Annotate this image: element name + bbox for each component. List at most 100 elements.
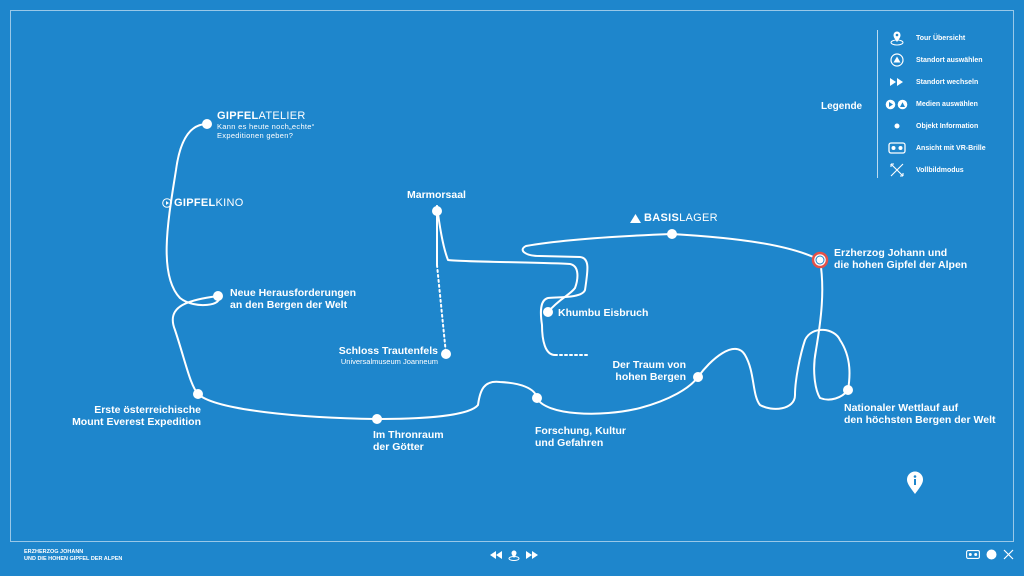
tour-overview-button[interactable] xyxy=(508,549,520,561)
forschung-line2: und Gefahren xyxy=(535,437,604,449)
dotted-path-schloss xyxy=(436,264,447,355)
dot-icon xyxy=(894,123,900,129)
vr-glasses-icon xyxy=(966,550,980,559)
legend-title: Legende xyxy=(821,101,863,112)
footer-controls xyxy=(966,549,1014,560)
station-dot-thronraum xyxy=(372,414,382,424)
info-pin-button[interactable] xyxy=(906,471,924,495)
legend-tour-label: Tour Übersicht xyxy=(916,34,966,42)
legend-item-object-info: Objekt Information xyxy=(884,118,1014,134)
path-erzherzog-basislager xyxy=(521,233,821,356)
legend-media-label: Medien auswählen xyxy=(916,100,978,108)
info-pin-icon xyxy=(907,471,923,494)
legend-fullscreen-label: Vollbildmodus xyxy=(916,166,964,174)
previous-button[interactable] xyxy=(490,551,502,559)
vr-button[interactable] xyxy=(966,550,980,559)
wettlauf-line2: den höchsten Bergen der Welt xyxy=(844,414,996,426)
erzherzog-line2: die hohen Gipfel der Alpen xyxy=(834,259,968,271)
label-traum[interactable]: Der Traum von hohen Bergen xyxy=(590,359,686,383)
label-khumbu[interactable]: Khumbu Eisbruch xyxy=(558,307,648,319)
schloss-sub: Universalmuseum Joanneum xyxy=(340,357,438,366)
path-forschung-traum xyxy=(536,328,851,415)
neue-line1: Neue Herausforderungen xyxy=(230,287,357,299)
rewind-icon xyxy=(490,551,502,559)
path-marmorsaal xyxy=(436,205,579,313)
label-wettlauf[interactable]: Nationaler Wettlauf auf den höchsten Ber… xyxy=(844,402,996,426)
thronraum-line2: der Götter xyxy=(373,441,424,453)
footer-title-line2: UND DIE HOHEN GIPFEL DER ALPEN xyxy=(24,556,123,562)
vr-glasses-icon xyxy=(888,142,906,154)
traum-line2: hohen Bergen xyxy=(615,371,686,383)
erzherzog-line1: Erzherzog Johann und xyxy=(834,247,948,259)
basislager-light: LAGER xyxy=(679,212,718,224)
basislager-strong: BASIS xyxy=(644,212,680,224)
label-schloss[interactable]: Schloss Trautenfels Universalmuseum Joan… xyxy=(300,345,438,366)
legend-item-tour: Tour Übersicht xyxy=(884,30,1014,46)
neue-line2: an den Bergen der Welt xyxy=(230,299,348,311)
station-dot-marmorsaal xyxy=(432,206,442,216)
footer-title-line1: ERZHERZOG JOHANN xyxy=(24,549,84,555)
station-dot-forschung xyxy=(532,393,542,403)
legend-item-standort-select: Standort auswählen xyxy=(884,52,1014,68)
path-neue-erste-thron xyxy=(171,295,538,420)
label-neue[interactable]: Neue Herausforderungen an den Bergen der… xyxy=(230,287,356,311)
schloss-line1: Schloss Trautenfels xyxy=(338,345,438,357)
fullscreen-icon xyxy=(1003,549,1014,560)
erste-line2: Mount Everest Expedition xyxy=(72,416,201,428)
legend-item-media: Medien auswählen xyxy=(884,96,1014,112)
label-erzherzog[interactable]: Erzherzog Johann und die hohen Gipfel de… xyxy=(834,247,967,271)
legend-item-standort-change: Standort wechseln xyxy=(884,74,1014,90)
gipfelkino-light: KINO xyxy=(215,197,244,209)
fullscreen-icon xyxy=(890,163,904,177)
fast-forward-icon xyxy=(890,78,903,86)
label-thronraum[interactable]: Im Thronraum der Götter xyxy=(373,429,444,453)
gipfelatelier-sub1: Kann es heute noch„echte“ xyxy=(217,122,315,131)
footer-navigation xyxy=(490,549,538,561)
label-forschung[interactable]: Forschung, Kultur und Gefahren xyxy=(535,425,626,449)
station-dots xyxy=(193,119,853,424)
gipfelatelier-light: ATELIER xyxy=(258,110,306,122)
play-circle-icon xyxy=(162,198,172,208)
label-erste[interactable]: Erste österreichische Mount Everest Expe… xyxy=(40,404,201,428)
legend-standort-change-label: Standort wechseln xyxy=(916,78,979,86)
station-dot-wettlauf xyxy=(843,385,853,395)
wettlauf-line1: Nationaler Wettlauf auf xyxy=(844,402,959,414)
fullscreen-button[interactable] xyxy=(1003,549,1014,560)
station-dot-schloss xyxy=(441,349,451,359)
map-pin-icon xyxy=(508,550,520,561)
footer-title: ERZHERZOG JOHANN UND DIE HOHEN GIPFEL DE… xyxy=(24,549,122,563)
path-wettlauf-erzherzog xyxy=(813,259,849,401)
khumbu-line1: Khumbu Eisbruch xyxy=(558,307,649,319)
station-dot-erste xyxy=(193,389,203,399)
location-select-icon xyxy=(890,53,904,67)
next-button[interactable] xyxy=(526,551,538,559)
compass-button[interactable] xyxy=(986,549,997,560)
forschung-line1: Forschung, Kultur xyxy=(535,425,626,437)
legend-vr-label: Ansicht mit VR-Brille xyxy=(916,144,986,152)
station-dot-neue xyxy=(213,291,223,301)
station-dot-traum xyxy=(693,372,703,382)
label-marmorsaal[interactable]: Marmorsaal xyxy=(407,189,466,201)
legend-item-fullscreen: Vollbildmodus xyxy=(884,162,1014,178)
label-gipfelatelier[interactable]: GIPFELATELIER Kann es heute noch„echte“ … xyxy=(217,110,315,140)
map-pin-icon xyxy=(890,31,904,46)
traum-line1: Der Traum von xyxy=(612,359,686,371)
fast-forward-icon xyxy=(526,551,538,559)
station-dot-gipfelatelier xyxy=(202,119,212,129)
gipfelatelier-sub2: Expeditionen geben? xyxy=(217,131,294,140)
mountain-icon xyxy=(630,213,641,223)
erste-line1: Erste österreichische xyxy=(94,404,201,416)
path-gipfel xyxy=(165,123,220,307)
legend-divider xyxy=(877,30,878,178)
gipfelatelier-strong: GIPFEL xyxy=(217,110,259,122)
media-icon xyxy=(885,99,908,109)
legend-object-info-label: Objekt Information xyxy=(916,122,979,130)
marmorsaal-line1: Marmorsaal xyxy=(407,189,466,201)
map-frame xyxy=(10,10,1014,542)
legend-standort-select-label: Standort auswählen xyxy=(916,56,983,64)
compass-icon xyxy=(986,549,997,560)
station-dot-khumbu xyxy=(543,307,553,317)
